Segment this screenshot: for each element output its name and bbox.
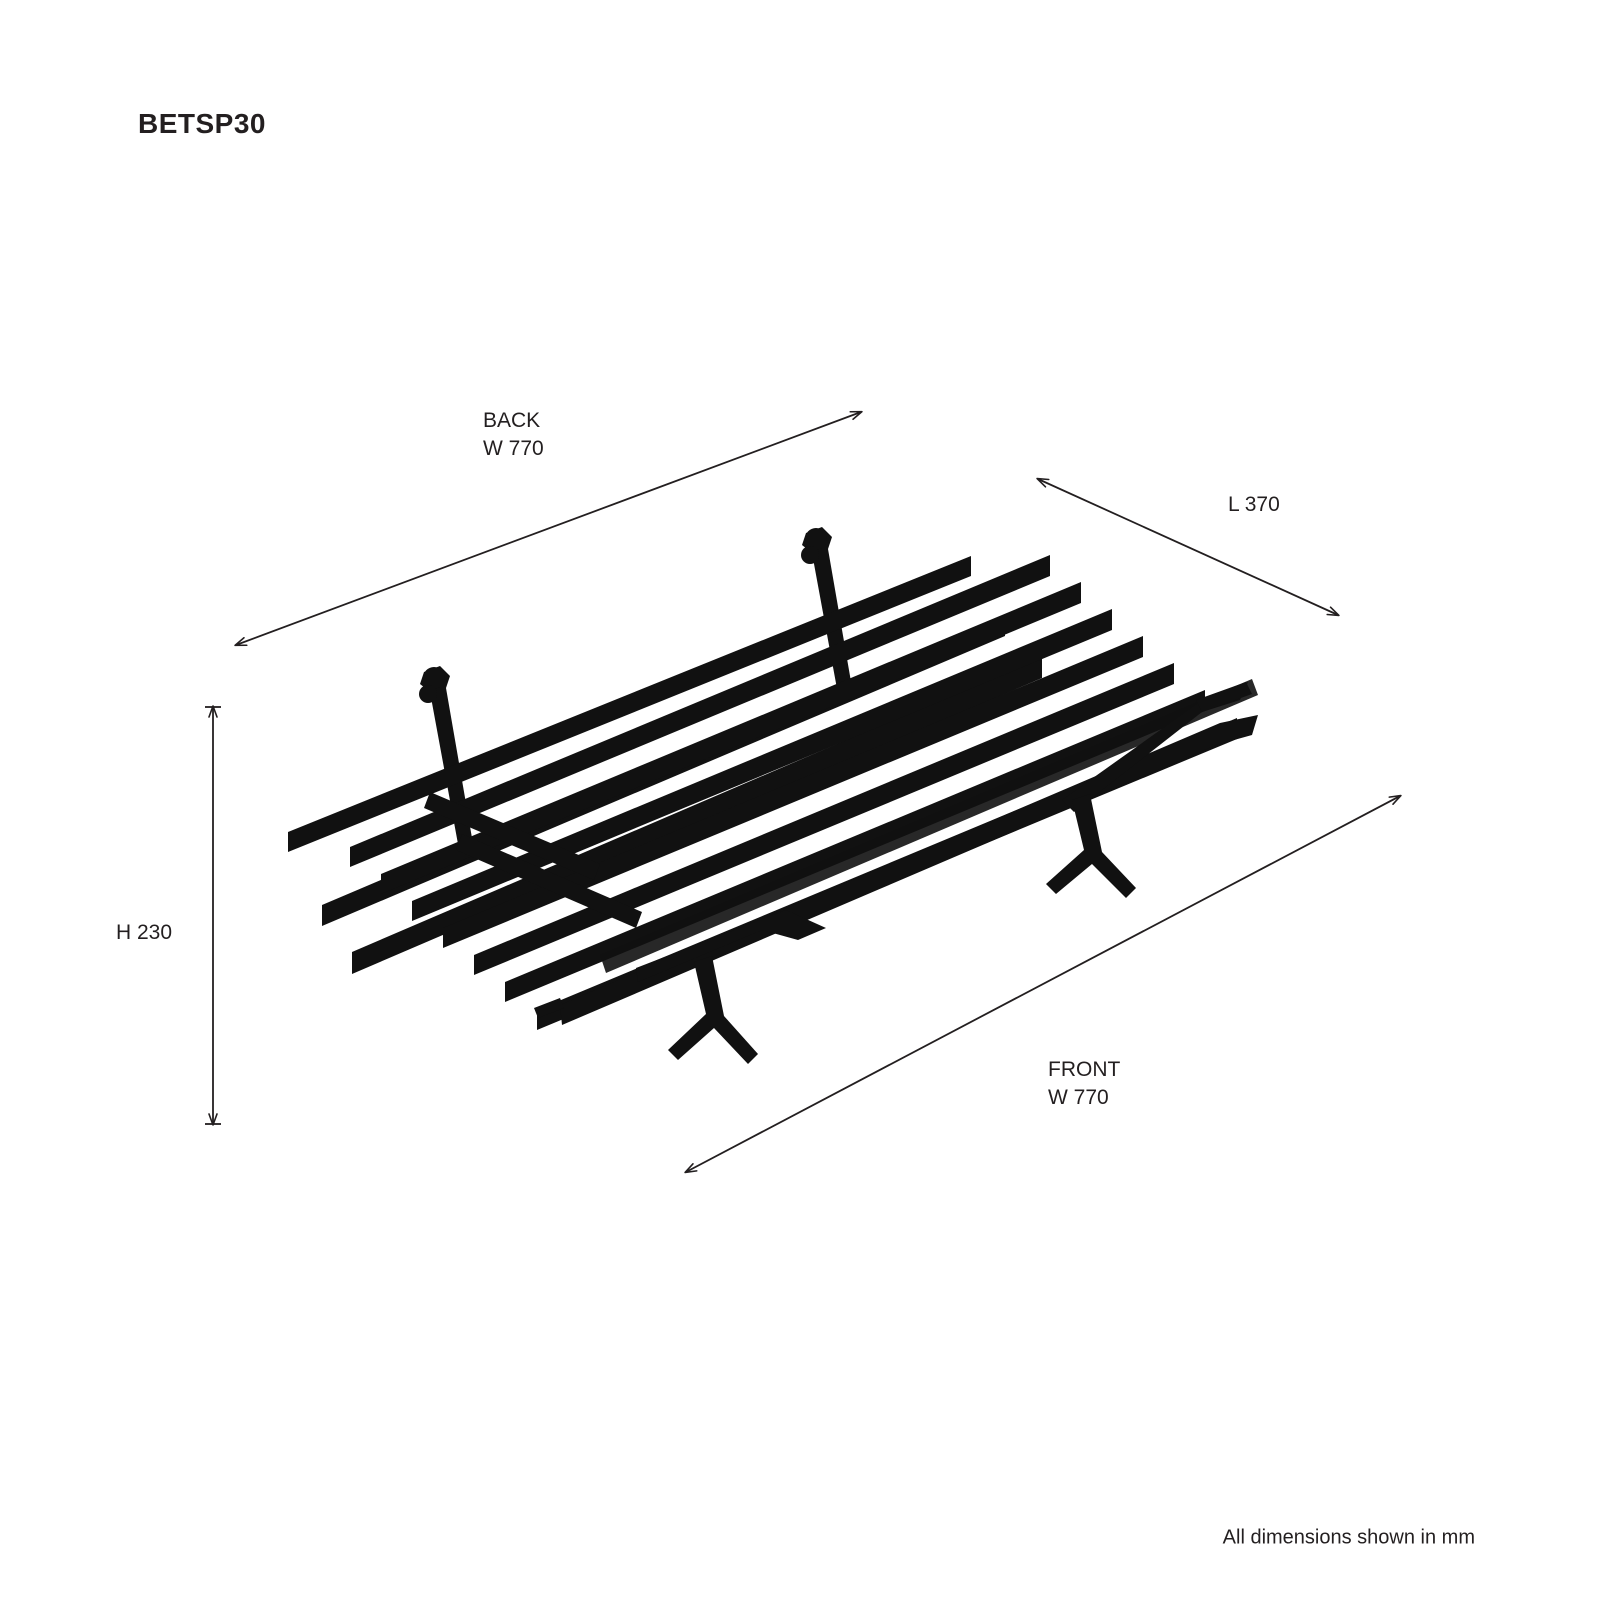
back-post-left	[419, 666, 472, 844]
footer-note: All dimensions shown in mm	[1222, 1526, 1475, 1549]
dimension-label-length-line1: L 370	[1228, 493, 1280, 516]
dimension-line-front	[684, 794, 1402, 1174]
dimension-label-front: FRONT W 770	[1048, 1056, 1120, 1111]
dimension-label-back-line2: W 770	[483, 436, 544, 460]
grate-illustration	[288, 527, 1258, 1064]
dimension-label-front-line1: FRONT	[1048, 1058, 1121, 1081]
dimension-label-height: H 230	[116, 919, 172, 947]
dimension-line-length	[1036, 477, 1340, 617]
dimension-line-back	[234, 410, 863, 647]
dimension-label-length: L 370	[1228, 491, 1280, 519]
dimension-label-back-line1: BACK	[483, 409, 541, 432]
bar-tips	[534, 682, 1252, 1018]
dimension-label-back: BACK W 770	[483, 407, 544, 462]
dimension-label-front-line2: W 770	[1048, 1085, 1109, 1109]
page-title: BETSP30	[138, 108, 266, 139]
dimension-label-height-line1: H 230	[116, 921, 173, 944]
